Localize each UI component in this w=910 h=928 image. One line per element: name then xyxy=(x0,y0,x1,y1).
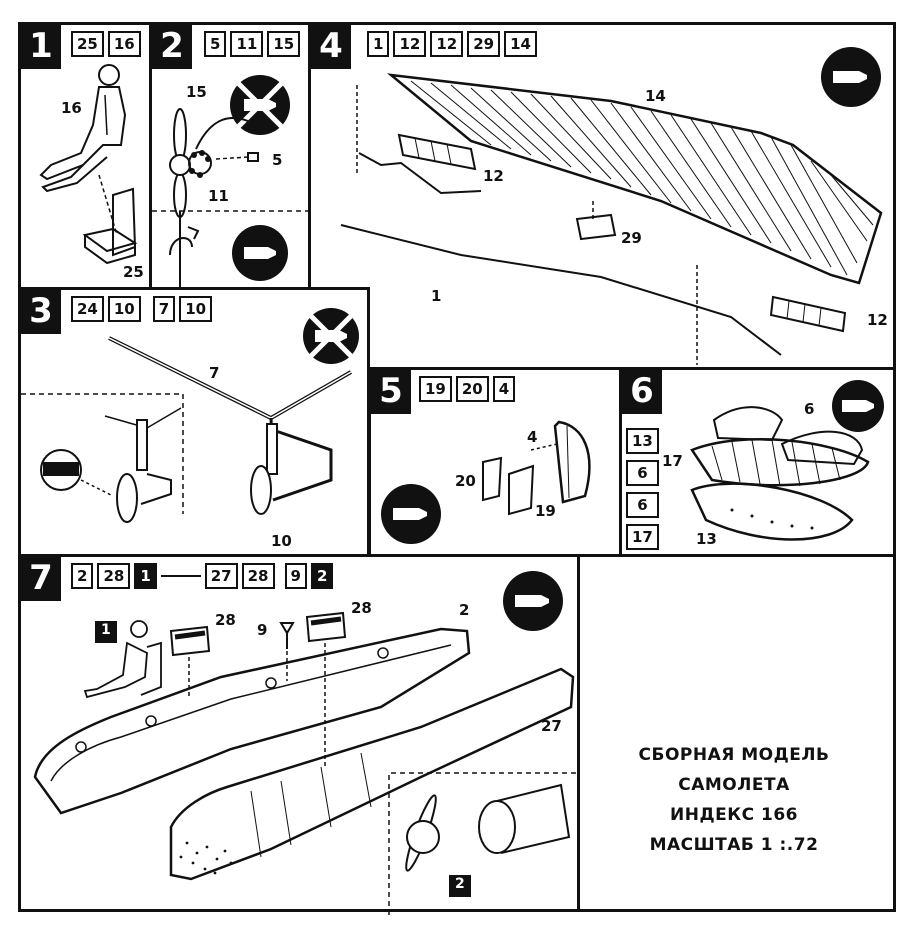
part-badge: 2 xyxy=(71,563,94,589)
step-4-number: 4 xyxy=(311,25,351,69)
part-label: 15 xyxy=(186,83,207,101)
part-badge: 28 xyxy=(97,563,131,589)
part-label: 6 xyxy=(804,400,815,418)
part-label: 12 xyxy=(483,167,504,185)
part-badge: 17 xyxy=(626,524,659,550)
part-badge: 29 xyxy=(467,31,501,57)
part-badge: 13 xyxy=(626,428,659,454)
part-badge: 12 xyxy=(393,31,427,57)
step-1-panel: 1 25 16 16 25 xyxy=(18,22,152,290)
part-label: 13 xyxy=(696,530,717,548)
part-badge: 16 xyxy=(107,31,141,57)
part-label: 14 xyxy=(645,87,666,105)
step-7-number: 7 xyxy=(21,557,61,601)
part-badge: 10 xyxy=(179,296,213,322)
part-badge: 25 xyxy=(71,31,104,57)
engine-prop-drawing xyxy=(152,75,314,287)
step-1-parts: 25 16 xyxy=(71,31,141,57)
part-badge: 20 xyxy=(455,376,489,402)
no-glue-icon xyxy=(230,75,290,135)
step-5-parts: 19 20 4 xyxy=(419,376,516,402)
part-badge: 15 xyxy=(267,31,301,57)
tail-drawing xyxy=(381,420,591,544)
step-2-parts: 5 11 15 xyxy=(204,31,301,57)
fuselage-drawing xyxy=(33,571,583,915)
glue-tube-icon xyxy=(503,571,563,631)
step-7-parts: 2 28 1 27 28 9 2 xyxy=(71,563,334,589)
part-label: 4 xyxy=(527,428,538,446)
part-badge: 24 xyxy=(71,296,104,322)
part-badge: 7 xyxy=(152,296,176,322)
step-6-parts: 13 6 6 17 xyxy=(626,428,659,550)
part-label: 10 xyxy=(271,532,292,550)
part-label: 12 xyxy=(867,311,888,329)
part-badge: 19 xyxy=(419,376,452,402)
glue-tube-icon xyxy=(832,380,884,432)
part-label: 7 xyxy=(209,364,220,382)
part-badge: 27 xyxy=(204,563,238,589)
part-badge: 6 xyxy=(626,492,659,518)
step-7-panel: 7 2 28 1 27 28 9 2 xyxy=(18,554,583,915)
part-label: 28 xyxy=(351,599,372,617)
kit-title-block: СБОРНАЯ МОДЕЛЬ САМОЛЕТА ИНДЕКС 166 МАСШТ… xyxy=(586,740,882,860)
part-label: 17 xyxy=(662,452,683,470)
part-badge: 12 xyxy=(430,31,464,57)
step-4-parts: 1 12 12 29 14 xyxy=(367,31,537,57)
part-badge: 9 xyxy=(284,563,307,589)
step-6-panel: 6 13 6 6 17 6 17 13 xyxy=(619,367,896,557)
part-label: 2 xyxy=(459,601,470,619)
part-badge: 11 xyxy=(230,31,264,57)
step-5-number: 5 xyxy=(371,370,411,414)
part-badge: 1 xyxy=(367,31,390,57)
step-3-parts: 24 10 7 10 xyxy=(71,296,213,322)
title-line: СБОРНАЯ МОДЕЛЬ xyxy=(638,745,830,765)
no-glue-icon xyxy=(303,308,359,364)
step-6-number: 6 xyxy=(622,370,662,414)
part-badge: 28 xyxy=(241,563,275,589)
step-ref-label: 2 xyxy=(455,876,465,892)
landing-gear-drawing xyxy=(21,308,359,523)
step-ref-label: 1 xyxy=(101,622,111,638)
glue-tube-icon xyxy=(821,47,881,107)
part-label: 25 xyxy=(123,263,144,281)
part-label: 16 xyxy=(61,99,82,117)
title-line: ИНДЕКС 166 xyxy=(670,805,798,825)
step-3-panel: 3 24 10 7 10 7 10 xyxy=(18,287,370,557)
step-5-panel: 5 19 20 4 4 20 19 xyxy=(368,367,622,557)
step-1-number: 1 xyxy=(21,25,61,69)
title-line: САМОЛЕТА xyxy=(678,775,790,795)
part-label: 5 xyxy=(272,151,283,169)
step-3-number: 3 xyxy=(21,290,61,334)
step-4-panel: 4 1 12 12 29 14 xyxy=(308,22,896,370)
part-badge: 6 xyxy=(626,460,659,486)
part-badge: 5 xyxy=(204,31,227,57)
part-label: 19 xyxy=(535,502,556,520)
part-label: 20 xyxy=(455,472,476,490)
glue-tube-icon xyxy=(232,225,288,281)
wing-assembly-drawing xyxy=(340,47,883,365)
part-label: 29 xyxy=(621,229,642,247)
step-2-panel: 2 5 11 15 15 5 11 xyxy=(149,22,314,290)
part-badge: 10 xyxy=(107,296,141,322)
part-label: 11 xyxy=(208,187,229,205)
title-line: МАСШТАБ 1 :.72 xyxy=(649,835,819,855)
step-2-number: 2 xyxy=(152,25,192,69)
pilot-seat-drawing xyxy=(39,64,138,265)
title-panel xyxy=(577,554,896,912)
part-label: 28 xyxy=(215,611,236,629)
part-label: 9 xyxy=(257,621,268,639)
part-label: 1 xyxy=(431,287,442,305)
step-ref-badge: 1 xyxy=(134,563,157,589)
step-ref-badge: 2 xyxy=(310,563,334,589)
connector-line xyxy=(160,575,201,577)
glue-tube-icon xyxy=(381,484,441,544)
stabilizer-drawing xyxy=(690,380,884,541)
part-badge: 4 xyxy=(492,376,516,402)
part-label: 27 xyxy=(541,717,562,735)
part-badge: 14 xyxy=(504,31,537,57)
